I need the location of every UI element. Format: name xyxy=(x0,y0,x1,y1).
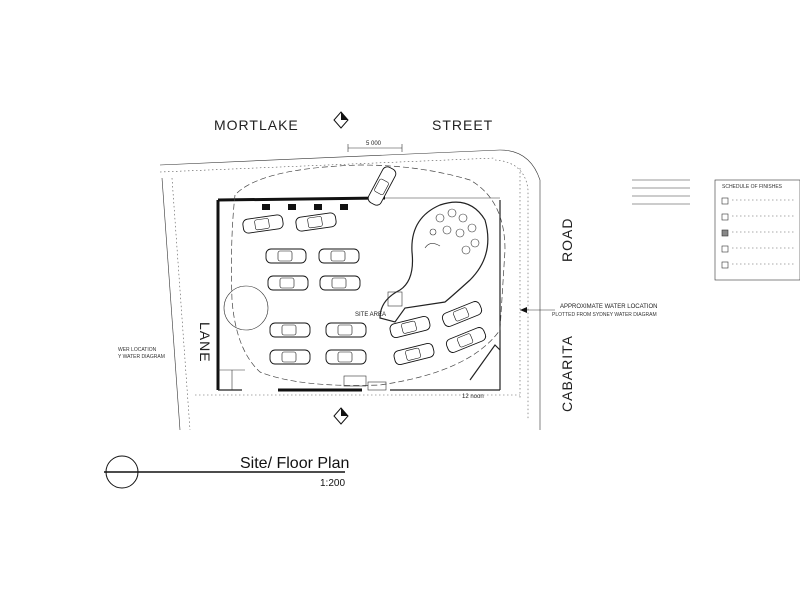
north-boundary-bollards xyxy=(262,204,348,210)
west-water-label-2: Y WATER DIAGRAM xyxy=(118,354,165,360)
car-icon xyxy=(269,349,311,365)
car-icon xyxy=(367,166,397,206)
south-entry-structure xyxy=(343,344,501,391)
schedule-heading: SCHEDULE OF FINISHES xyxy=(722,184,783,190)
turning-circle xyxy=(223,285,269,331)
north-arrow-icon-top xyxy=(333,111,349,129)
car-icon xyxy=(265,248,307,264)
site-boundary xyxy=(216,196,501,392)
car-icon xyxy=(441,301,483,327)
car-icon xyxy=(393,342,435,366)
car-icon xyxy=(269,322,311,338)
west-water-label-1: WER LOCATION xyxy=(118,347,157,353)
car-icon xyxy=(389,315,431,339)
driveway-loop xyxy=(231,164,506,386)
car-icon xyxy=(242,214,284,234)
dimension-top xyxy=(347,144,403,152)
car-icon xyxy=(319,275,361,291)
car-icon xyxy=(445,327,487,353)
landscape-island xyxy=(379,201,489,323)
drawing-title: Site/ Floor Plan xyxy=(240,455,349,472)
car-icon xyxy=(325,349,367,365)
street-label-mortlake: MORTLAKE xyxy=(214,117,299,133)
street-label-cabarita: CABARITA xyxy=(559,335,575,412)
street-label-street: STREET xyxy=(432,117,493,133)
drawing-scale: 1:200 xyxy=(320,478,345,489)
north-arrow-icon-bottom xyxy=(333,407,349,425)
schedule-box xyxy=(632,179,800,281)
kerb-lines xyxy=(159,149,541,431)
car-park-spaces xyxy=(242,166,487,366)
water-location-leader xyxy=(520,307,555,313)
water-location-label-2: PLOTTED FROM SYDNEY WATER DIAGRAM xyxy=(552,312,657,318)
water-location-label-1: APPROXIMATE WATER LOCATION xyxy=(560,304,657,310)
site-area-label: SITE AREA xyxy=(355,312,386,318)
dimension-top-label: 5 000 xyxy=(366,141,382,147)
street-label-road: ROAD xyxy=(559,218,575,262)
setback-label: 12 noon xyxy=(462,394,484,400)
island-trees xyxy=(387,208,480,307)
car-icon xyxy=(318,248,360,264)
car-icon xyxy=(295,212,337,232)
car-icon xyxy=(325,322,367,338)
street-label-lane: LANE xyxy=(197,322,213,363)
car-icon xyxy=(267,275,309,291)
